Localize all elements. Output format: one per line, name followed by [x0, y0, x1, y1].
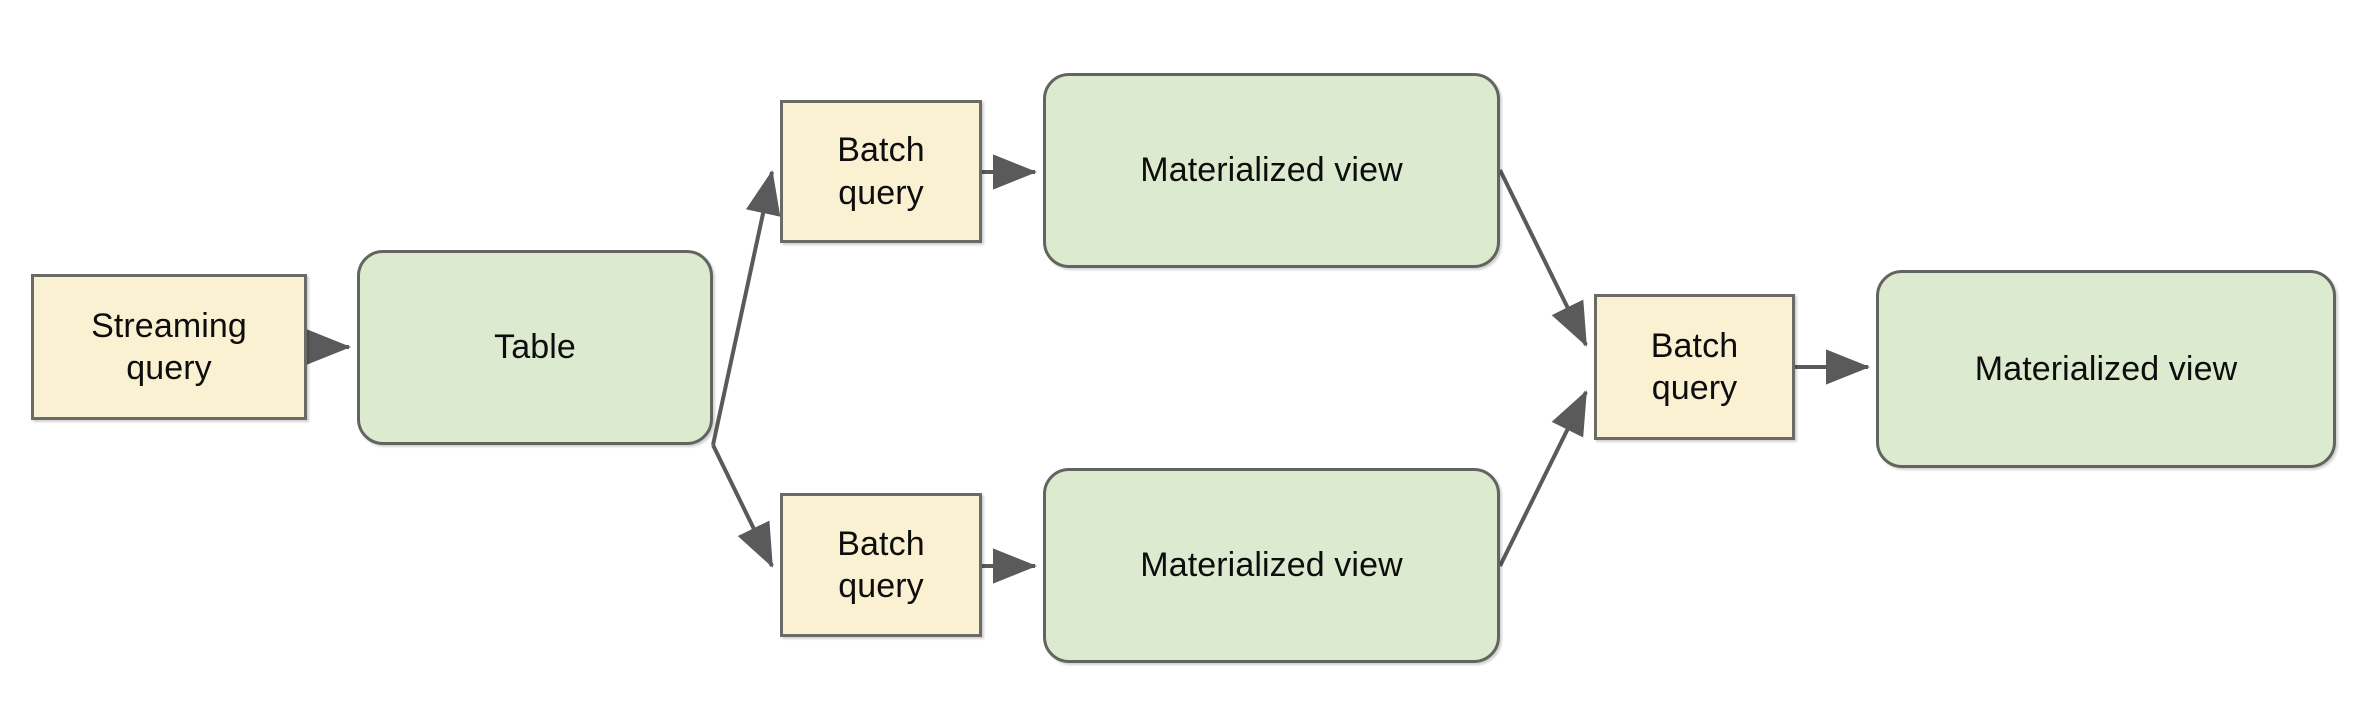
node-label-streaming-query: Streaming query	[91, 306, 247, 387]
node-materialized-view-final[interactable]: Materialized view	[1876, 270, 2336, 468]
node-label-batch-query-top: Batch query	[837, 131, 925, 212]
node-label-table: Table	[494, 328, 576, 367]
node-materialized-view-bottom[interactable]: Materialized view	[1043, 468, 1500, 663]
edge-table-to-batch-top	[711, 170, 781, 446]
node-label-materialized-view-final: Materialized view	[1974, 349, 2238, 388]
edge-view-top-to-batch-join	[1498, 169, 1588, 347]
node-batch-query-join[interactable]: Batch query	[1594, 294, 1795, 440]
node-streaming-query[interactable]: Streaming query	[31, 274, 307, 420]
edge-view-bottom-to-batch-join	[1498, 390, 1588, 567]
node-materialized-view-top[interactable]: Materialized view	[1043, 73, 1500, 268]
node-table[interactable]: Table	[357, 250, 713, 445]
node-label-materialized-view-top: Materialized view	[1140, 151, 1403, 190]
node-label-materialized-view-bottom: Materialized view	[1140, 546, 1403, 585]
node-batch-query-bottom[interactable]: Batch query	[780, 493, 982, 637]
node-batch-query-top[interactable]: Batch query	[780, 100, 982, 243]
edge-table-to-batch-bottom	[711, 444, 774, 568]
node-label-batch-query-join: Batch query	[1650, 326, 1739, 407]
node-label-batch-query-bottom: Batch query	[837, 524, 925, 605]
